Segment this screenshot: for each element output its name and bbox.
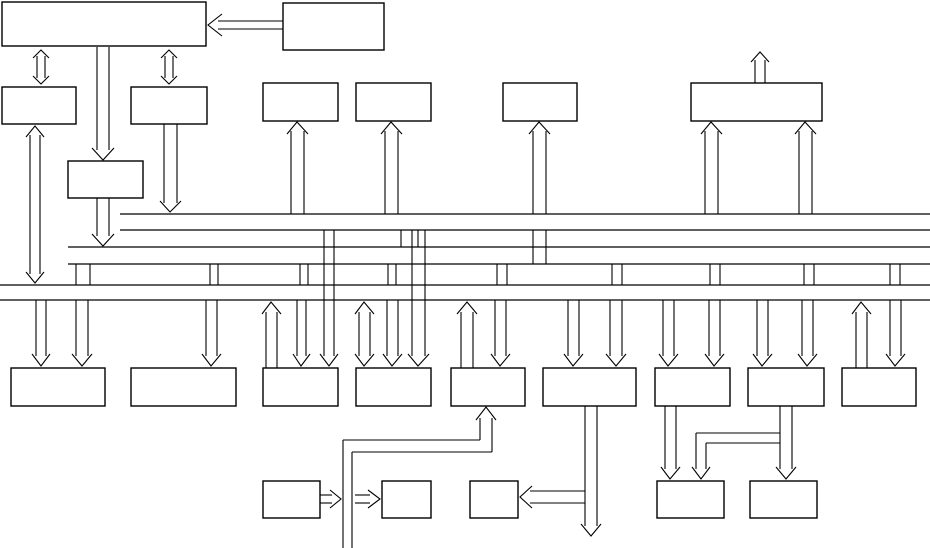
bottom-unit-7-block xyxy=(654,367,731,407)
top-unit-4-block xyxy=(690,82,823,122)
sub-unit-1-block xyxy=(262,480,321,519)
sub-unit-2-block xyxy=(381,480,432,519)
bottom-unit-6-block xyxy=(542,367,637,407)
decoder-block xyxy=(67,160,144,199)
left-module-block xyxy=(1,86,77,125)
top-unit-2-block xyxy=(355,82,432,122)
bottom-unit-4-block xyxy=(355,367,432,407)
sub-unit-4-block xyxy=(656,480,725,519)
bottom-unit-8-block xyxy=(747,367,825,407)
lowest-row-blocks xyxy=(262,480,818,519)
input-source-block xyxy=(282,2,385,51)
top-unit-1-block xyxy=(262,82,339,122)
bus-lines xyxy=(0,213,930,301)
bottom-unit-2-block xyxy=(130,367,237,407)
bottom-row-blocks xyxy=(10,367,917,407)
bus-taps xyxy=(75,230,901,285)
second-module-block xyxy=(130,86,208,125)
top-unit-3-block xyxy=(502,82,578,122)
bottom-unit-3-block xyxy=(262,367,339,407)
top-connectors xyxy=(25,13,770,284)
bottom-unit-9-block xyxy=(841,367,917,407)
top-unit-links xyxy=(286,121,817,214)
main-controller-block xyxy=(1,1,207,47)
bottom-unit-links xyxy=(31,247,906,368)
lower-connectors xyxy=(320,406,797,548)
sub-unit-3-block xyxy=(469,480,519,519)
bottom-unit-5-block xyxy=(450,367,526,407)
sub-unit-5-block xyxy=(749,480,818,519)
bottom-unit-1-block xyxy=(10,367,106,407)
